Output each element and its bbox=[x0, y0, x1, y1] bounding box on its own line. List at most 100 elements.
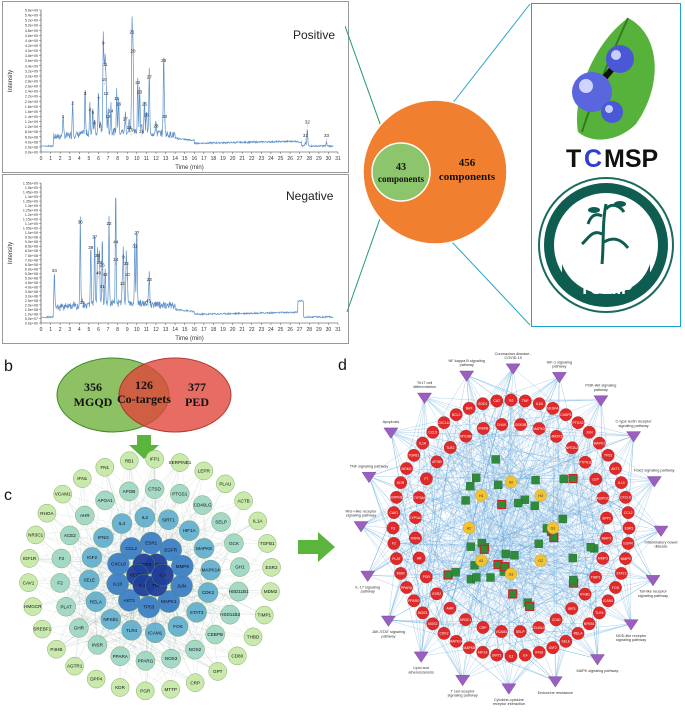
y-tick-label: 4.2e+09 bbox=[25, 44, 38, 48]
network-target-node: F3 bbox=[386, 521, 400, 535]
y-tick-label: 7.5e+08 bbox=[25, 254, 38, 258]
network-target-label: RELA bbox=[574, 632, 584, 636]
herb-icon bbox=[580, 203, 630, 265]
network-target-node: ESR2 bbox=[430, 587, 444, 601]
venn-circle-identified bbox=[371, 142, 431, 202]
x-tick-label: 19 bbox=[220, 156, 226, 162]
ppi-node-label: APOA1 bbox=[97, 498, 113, 503]
atom-icon-1 bbox=[606, 45, 634, 73]
network-target-label: MAPK14 bbox=[449, 640, 462, 644]
network-compound-node bbox=[568, 553, 577, 563]
ppi-node-label: GCK bbox=[229, 541, 240, 546]
x-tick-label: 29 bbox=[316, 327, 322, 333]
ppi-node-label: AGTR1 bbox=[67, 664, 83, 669]
y-tick-label: 5.0e+09 bbox=[25, 24, 38, 28]
ppi-node-label: MAPK1 bbox=[161, 599, 177, 604]
y-axis-title: Intensity bbox=[8, 70, 14, 92]
ppi-node: SREBF1 bbox=[33, 619, 52, 639]
x-tick-label: 15 bbox=[182, 327, 188, 333]
network-herb-node: H3 bbox=[534, 489, 547, 502]
x-tick-label: 4 bbox=[78, 327, 81, 333]
ppi-node: ESR1 bbox=[140, 531, 163, 555]
network-target-node: ESR1 bbox=[622, 521, 636, 535]
x-tick-label: 18 bbox=[211, 156, 217, 162]
network-herb-label: A1 bbox=[479, 559, 483, 563]
peak-label: 26 bbox=[144, 113, 150, 118]
y-tick-label: 4.4e+09 bbox=[25, 39, 38, 43]
x-tick-label: 30 bbox=[326, 327, 332, 333]
x-tick-label: 25 bbox=[278, 327, 284, 333]
network-compound-node bbox=[491, 455, 500, 464]
x-tick-label: 23 bbox=[259, 156, 265, 162]
network-pathway-label: FoxO signaling pathway bbox=[634, 469, 675, 473]
y-tick-label: 2.6e+09 bbox=[25, 85, 38, 89]
x-tick-label: 31 bbox=[335, 327, 341, 333]
ppi-node-label: MAPK8 bbox=[196, 546, 212, 551]
network-herb-label: A2 bbox=[467, 526, 471, 530]
network-target-node: CHUK bbox=[495, 418, 509, 431]
y-tick-label: 1.5e+09 bbox=[25, 186, 38, 190]
network-herb-label: H1 bbox=[479, 494, 484, 498]
x-tick-label: 13 bbox=[163, 327, 169, 333]
network-pathway-node: Apoptosis bbox=[383, 420, 399, 439]
ppi-node: MDM2 bbox=[261, 582, 280, 601]
network-target-label: APOB bbox=[432, 460, 442, 464]
venn-right-count: 456 bbox=[459, 157, 476, 169]
network-pathway-label: Coronavirus disease -COVID-19 bbox=[495, 352, 533, 360]
peak-label: 28 bbox=[153, 123, 159, 128]
ppi-node: MAPK8 bbox=[193, 538, 215, 559]
ppi-node: FN1 bbox=[95, 458, 114, 477]
network-target-label: INSR bbox=[397, 572, 406, 576]
network-target-node: SIRT1 bbox=[490, 648, 504, 662]
ppi-node: CD80 bbox=[228, 646, 247, 666]
network-target-node: CAV1 bbox=[387, 506, 401, 519]
ppi-node: F2 bbox=[50, 573, 70, 593]
y-tick-label: 1.45e+09 bbox=[23, 191, 38, 195]
ppi-node-label: SELP bbox=[215, 520, 227, 525]
y-tick-label: 1.0e+08 bbox=[25, 312, 38, 316]
logos-svg: T C MSP TCMIP bbox=[538, 17, 674, 313]
x-tick-label: 6 bbox=[97, 156, 100, 162]
network-target-label: LEP bbox=[593, 477, 600, 481]
y-tick-label: 4.0e+08 bbox=[25, 285, 38, 289]
network-target-label: MMP3 bbox=[598, 557, 608, 561]
network-compound-node bbox=[472, 473, 481, 482]
network-target-label: CASP3 bbox=[560, 413, 571, 417]
network-target-label: STAT3 bbox=[616, 572, 626, 576]
ppi-node-label: TLR4 bbox=[126, 628, 138, 633]
network-target-node: IFNB1 bbox=[578, 587, 592, 601]
network-compound-node bbox=[510, 551, 519, 560]
network-compound-node bbox=[531, 475, 540, 485]
ppi-node-label: CXCL8 bbox=[111, 562, 126, 567]
peak-label: 16 bbox=[116, 102, 122, 107]
ppi-node: GHR bbox=[69, 618, 89, 638]
ppi-node: SELP bbox=[211, 512, 231, 532]
network-target-node: SELP bbox=[513, 625, 527, 638]
network-target-label: F3 bbox=[391, 526, 395, 530]
ppi-node: P4HB bbox=[47, 640, 66, 659]
ppi-node-label: TNF bbox=[152, 583, 161, 588]
y-tick-label: 1.4e+09 bbox=[25, 115, 38, 119]
network-target-label: CYP1A1 bbox=[409, 516, 422, 520]
network-target-label: F7 bbox=[424, 477, 428, 481]
x-tick-label: 5 bbox=[88, 327, 91, 333]
ppi-node: IL6 bbox=[151, 563, 174, 587]
tcmsp-text-c: C bbox=[584, 145, 602, 173]
ppi-node-label: KDR bbox=[115, 685, 125, 690]
ppi-node: FOS bbox=[167, 616, 189, 637]
ppi-node: CXCL8 bbox=[107, 552, 130, 576]
network-target-label: CCL5 bbox=[428, 430, 437, 434]
ppi-node-label: TIMP1 bbox=[258, 613, 272, 618]
x-tick-label: 31 bbox=[335, 156, 341, 162]
peak-label: 4 bbox=[89, 107, 92, 112]
x-tick-label: 26 bbox=[287, 327, 293, 333]
ppi-node-label: NFKB1 bbox=[103, 617, 118, 622]
ppi-node-label: CTSD bbox=[148, 487, 161, 492]
network-target-label: MAPK3 bbox=[533, 427, 545, 431]
y-tick-label: 2.0e+08 bbox=[25, 303, 38, 307]
y-tick-label: 1.2e+09 bbox=[25, 120, 38, 124]
